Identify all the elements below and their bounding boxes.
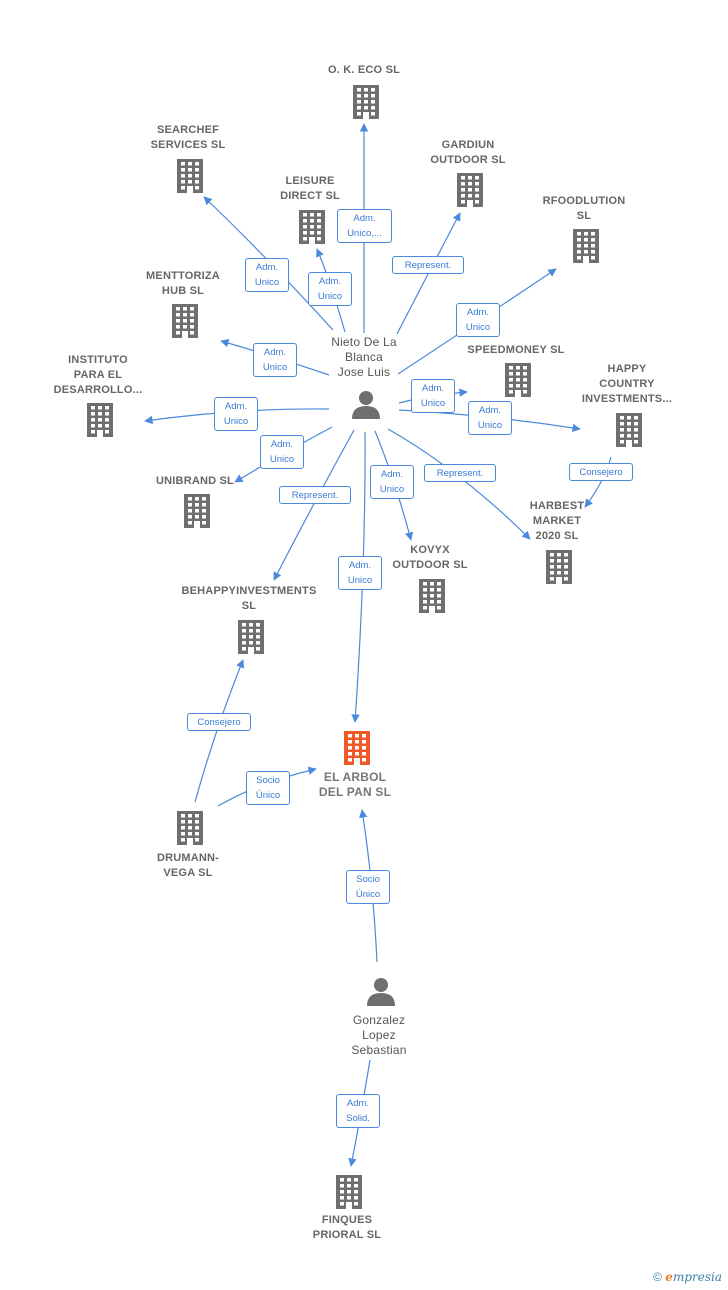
edge-label-drumann-to-behappy[interactable]: Consejero [187, 713, 251, 731]
edge-label-nieto-to-mentt[interactable]: Adm. Unico [253, 343, 297, 377]
brand-logo-initial: e [665, 1270, 673, 1284]
brand-logo-text: mpresia [672, 1270, 722, 1284]
node-label-speed[interactable]: SPEEDMONEY SL [467, 344, 565, 356]
edge-drumann-to-behappy [194, 659, 245, 803]
building-icon-kovyx[interactable] [419, 579, 445, 613]
edge-label-drumann-to-arbol[interactable]: Socio Único [246, 771, 290, 805]
building-icon-searchef[interactable] [177, 159, 203, 193]
edge-nieto-to-behappy [273, 429, 355, 581]
building-icon-instituto[interactable] [87, 403, 113, 437]
node-label-searchef[interactable]: SEARCHEF SERVICES SL [150, 124, 226, 151]
edge-label-nieto-to-speed[interactable]: Adm. Unico [411, 379, 455, 413]
edge-label-nieto-to-rfood[interactable]: Adm. Unico [456, 303, 500, 337]
node-label-kovyx[interactable]: KOVYX OUTDOOR SL [392, 544, 468, 571]
edge-label-gonzalez-to-arbol[interactable]: Socio Único [346, 870, 390, 904]
node-label-unibrand[interactable]: UNIBRAND SL [156, 475, 234, 487]
edge-label-nieto-to-behappy[interactable]: Represent. [279, 486, 351, 504]
node-label-leisure[interactable]: LEISURE DIRECT SL [280, 175, 340, 202]
node-label-happy[interactable]: HAPPY COUNTRY INVESTMENTS... [581, 363, 673, 405]
building-icon-mentt[interactable] [172, 304, 198, 338]
person-icon-nieto[interactable] [352, 391, 380, 419]
building-icon-harbest[interactable] [546, 550, 572, 584]
edge-label-gonzalez-to-finques[interactable]: Adm. Solid. [336, 1094, 380, 1128]
person-icon-gonzalez[interactable] [367, 978, 395, 1006]
node-label-harbest[interactable]: HARBEST MARKET 2020 SL [529, 500, 585, 542]
node-label-arbol[interactable]: EL ARBOL DEL PAN SL [318, 770, 392, 799]
node-label-gonzalez[interactable]: Gonzalez Lopez Sebastian [351, 1013, 407, 1057]
building-icon-drumann[interactable] [177, 811, 203, 845]
edge-label-nieto-to-instituto[interactable]: Adm. Unico [214, 397, 258, 431]
edge-label-happy-to-harbest[interactable]: Consejero [569, 463, 633, 481]
building-icon-arbol[interactable] [344, 731, 370, 765]
node-label-finques[interactable]: FINQUES PRIORAL SL [312, 1214, 382, 1241]
building-icon-leisure[interactable] [299, 210, 325, 244]
node-label-instituto[interactable]: INSTITUTO PARA EL DESARROLLO... [53, 354, 143, 396]
edge-label-nieto-to-okeco[interactable]: Adm. Unico,... [337, 209, 392, 243]
node-label-nieto[interactable]: Nieto De La Blanca Jose Luis [331, 335, 397, 379]
building-icon-speed[interactable] [505, 363, 531, 397]
edge-label-nieto-to-kovyx[interactable]: Adm. Unico [370, 465, 414, 499]
building-icon-unibrand[interactable] [184, 494, 210, 528]
brand-footer[interactable]: © empresia [653, 1270, 722, 1284]
edge-label-nieto-to-harbest[interactable]: Represent. [424, 464, 496, 482]
building-icon-happy[interactable] [616, 413, 642, 447]
edge-label-nieto-to-searchef[interactable]: Adm. Unico [245, 258, 289, 292]
edge-label-nieto-to-arbol[interactable]: Adm. Unico [338, 556, 382, 590]
building-icon-finques[interactable] [336, 1175, 362, 1209]
edge-label-nieto-to-gardiun[interactable]: Represent. [392, 256, 464, 274]
edge-nieto-to-searchef [203, 196, 334, 331]
edge-label-nieto-to-unibrand[interactable]: Adm. Unico [260, 435, 304, 469]
node-label-rfood[interactable]: RFOODLUTION SL [542, 195, 626, 222]
edge-label-nieto-to-leisure[interactable]: Adm. Unico [308, 272, 352, 306]
building-icon-okeco[interactable] [353, 85, 379, 119]
node-label-mentt[interactable]: MENTTORIZA HUB SL [146, 270, 220, 297]
node-label-drumann[interactable]: DRUMANN- VEGA SL [156, 852, 220, 879]
node-label-behappy[interactable]: BEHAPPYINVESTMENTS SL [181, 585, 317, 612]
edge-label-nieto-to-happy[interactable]: Adm. Unico [468, 401, 512, 435]
copyright-symbol: © [653, 1270, 662, 1284]
node-label-okeco[interactable]: O. K. ECO SL [327, 64, 401, 76]
building-icon-behappy[interactable] [238, 620, 264, 654]
building-icon-gardiun[interactable] [457, 173, 483, 207]
building-icon-rfood[interactable] [573, 229, 599, 263]
icons-layer [87, 85, 642, 1209]
edge-happy-to-harbest [584, 456, 612, 508]
node-label-gardiun[interactable]: GARDIUN OUTDOOR SL [430, 139, 506, 166]
